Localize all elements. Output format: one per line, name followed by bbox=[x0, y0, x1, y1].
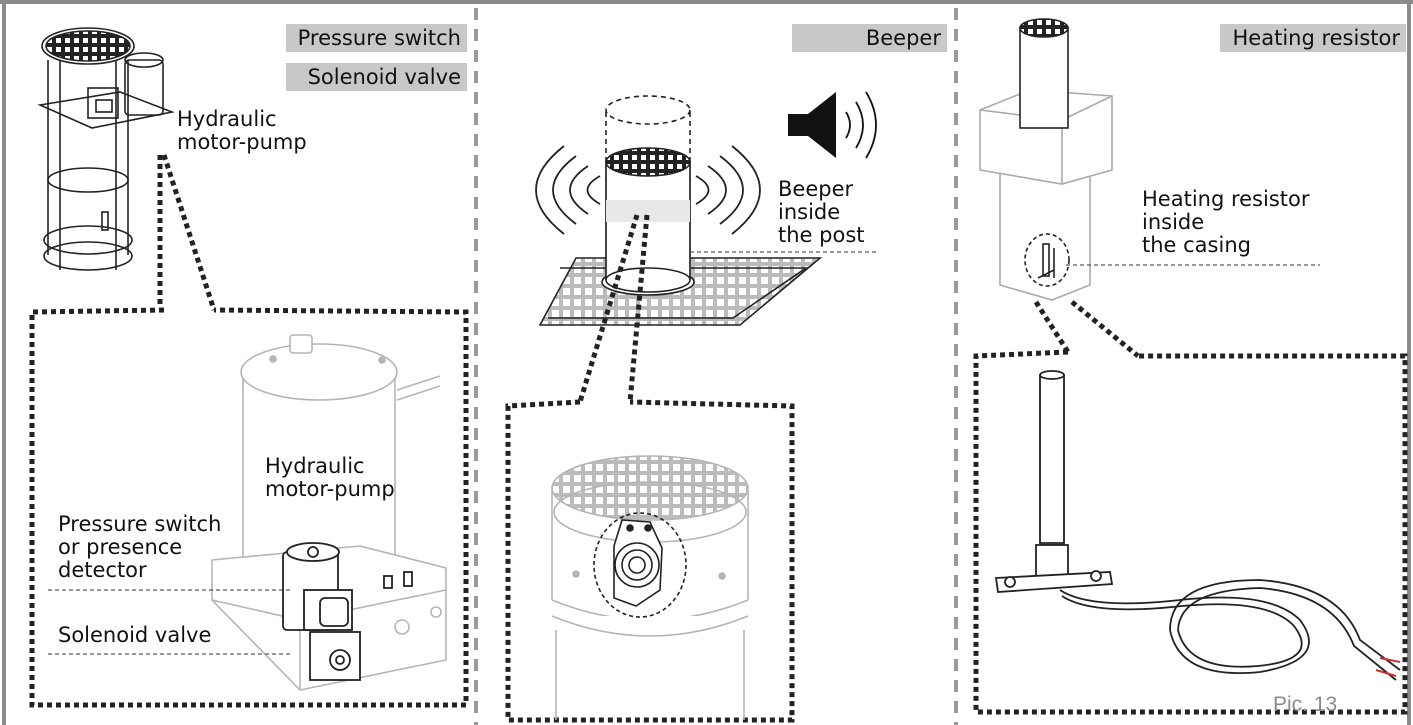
speaker-icon bbox=[788, 91, 877, 159]
solenoid-detail-drawing bbox=[282, 542, 413, 681]
tag-solenoid-valve: Solenoid valve bbox=[286, 63, 467, 91]
left-zoom-connector bbox=[29, 154, 469, 708]
label-hydraulic-motor-pump-top: Hydraulic motor-pump bbox=[177, 107, 307, 154]
sound-waves bbox=[535, 145, 761, 235]
beeper-detail-drawing bbox=[551, 455, 749, 720]
label-solenoid-valve-detail: Solenoid valve bbox=[58, 623, 212, 647]
beeper-component-drawing bbox=[593, 512, 687, 618]
label-hydraulic-motor-pump-detail: Hydraulic motor-pump bbox=[265, 454, 395, 501]
label-pressure-switch-detail: Pressure switch or presence detector bbox=[58, 512, 222, 582]
heating-resistor-detail-drawing bbox=[994, 370, 1401, 681]
right-zoom-connector bbox=[973, 300, 1408, 715]
resistor-small-drawing bbox=[1024, 233, 1070, 287]
label-beeper-inside-post: Beeper inside the post bbox=[778, 177, 865, 247]
post-drawing bbox=[538, 95, 823, 326]
tag-pressure-switch: Pressure switch bbox=[286, 24, 467, 52]
figure-caption: Pic. 13 bbox=[1273, 693, 1338, 716]
bollard-casing-drawing bbox=[979, 18, 1113, 301]
label-heating-resistor-inside-casing: Heating resistor inside the casing bbox=[1142, 187, 1310, 257]
motor-pump-unit-drawing bbox=[37, 27, 175, 271]
tag-beeper: Beeper bbox=[792, 24, 947, 52]
left-leader-lines bbox=[48, 589, 292, 655]
middle-zoom-connector bbox=[505, 214, 795, 723]
tag-heating-resistor: Heating resistor bbox=[1220, 24, 1406, 52]
